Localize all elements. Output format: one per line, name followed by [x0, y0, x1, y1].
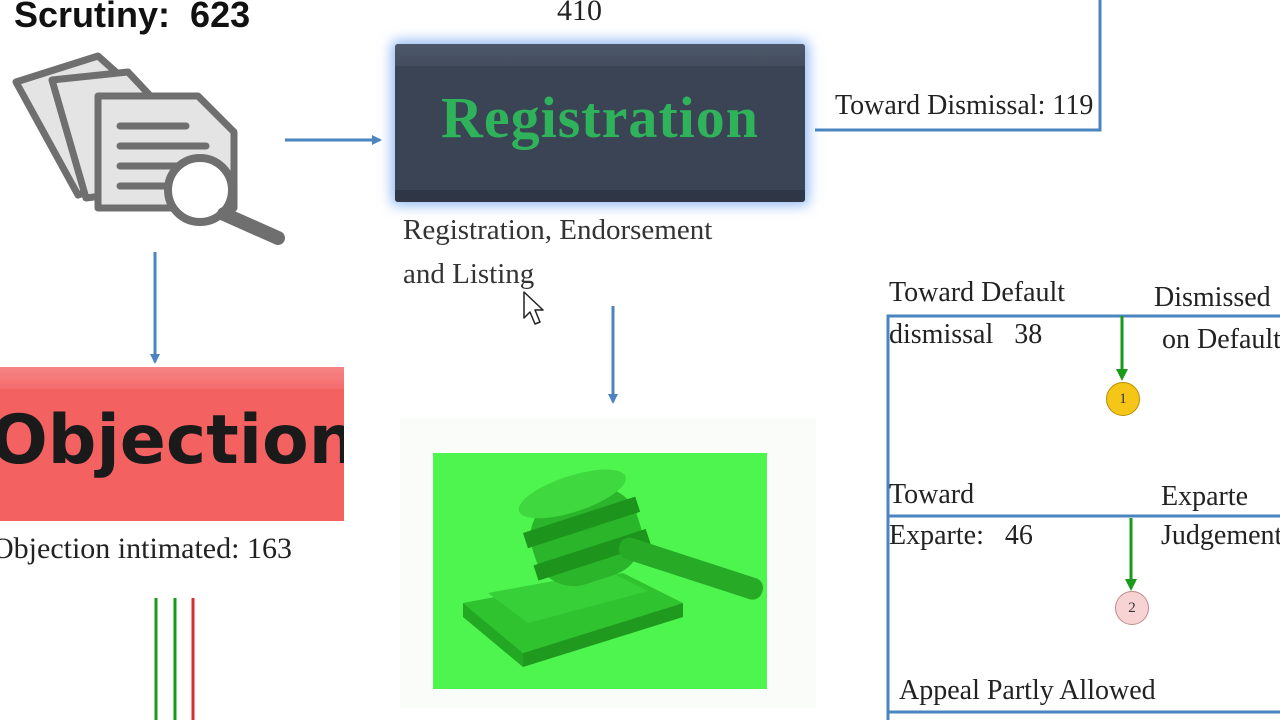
gavel-icon: [463, 469, 764, 667]
documents-magnifier-icon: [12, 52, 285, 245]
dismissal-connector: [815, 0, 1102, 132]
toward-dismissal: Toward Dismissal: 119: [835, 90, 1093, 122]
exparte-count-label: Exparte:: [889, 520, 984, 551]
toward-default-label: Toward Default: [889, 277, 1066, 308]
step-badge-1[interactable]: 1: [1106, 382, 1140, 416]
judgement-label: Judgement: [1161, 520, 1280, 551]
scrutiny-count: 623: [190, 0, 251, 35]
exparte-result-label: Exparte: [1161, 481, 1249, 512]
registration-count: 410: [557, 0, 602, 27]
registration-description-line2: and Listing: [403, 258, 535, 290]
toward-dismissal-label: Toward Dismissal:: [835, 90, 1046, 121]
toward-dismissal-count: 119: [1052, 90, 1094, 121]
toward-exparte-label: Toward: [889, 479, 975, 510]
scrutiny-label: Scrutiny:: [14, 0, 171, 35]
step-badge-2[interactable]: 2: [1115, 591, 1149, 625]
exparte-count: Exparte: 46: [889, 520, 1033, 552]
gavel-image: [433, 453, 767, 689]
registration-description: Registration, Endorsement and Listing: [403, 208, 712, 296]
exparte-count-value: 46: [1004, 520, 1033, 551]
objection-intimated-label: Objection intimated:: [0, 532, 240, 565]
default-bracket: [886, 314, 1280, 720]
appeal-partly-allowed-label: Appeal Partly Allowed: [899, 675, 1156, 706]
mouse-pointer-icon: [523, 291, 544, 325]
registration-description-line1: Registration, Endorsement: [403, 214, 713, 246]
registration-label: Registration: [440, 85, 760, 150]
default-dismissal-count: 38: [1014, 319, 1043, 350]
dismissed-label: Dismissed: [1154, 282, 1271, 313]
objection-intimated-count: 163: [246, 532, 292, 565]
scrutiny-title: Scrutiny: 623: [14, 0, 250, 36]
default-dismissal-label: dismissal: [889, 319, 994, 350]
objection-intimated: Objection intimated: 163: [0, 532, 292, 566]
objections-label: Objections: [0, 401, 344, 480]
registration-box[interactable]: Registration: [395, 44, 805, 202]
default-dismissal: dismissal 38: [889, 319, 1042, 351]
on-default-label: on Default: [1162, 324, 1280, 355]
objections-box[interactable]: Objections: [0, 367, 344, 521]
